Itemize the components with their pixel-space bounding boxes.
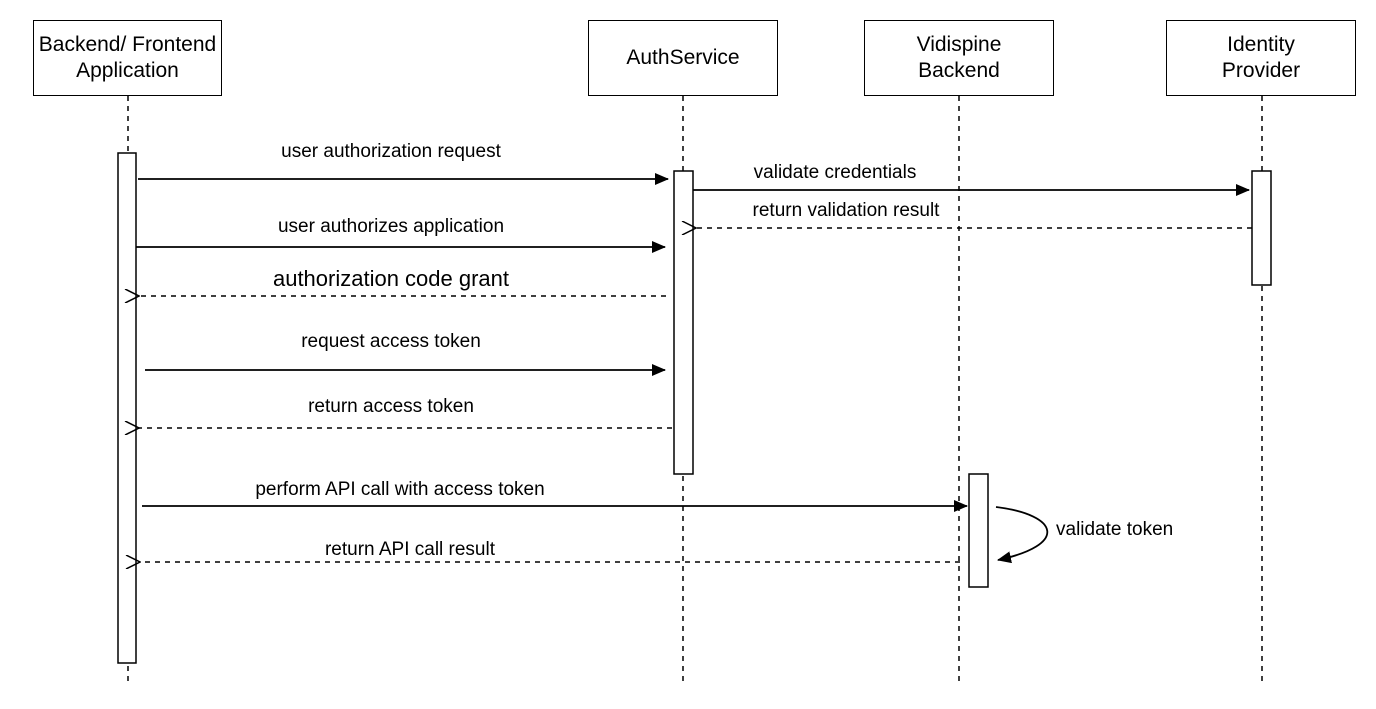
- participant-auth-line1: AuthService: [626, 46, 740, 69]
- participant-app: Backend/ Frontend Application: [33, 20, 222, 96]
- participant-idp-line2: Provider: [1221, 59, 1301, 82]
- message-label-m4: user authorizes application: [277, 216, 505, 237]
- activation-auth: [673, 170, 694, 475]
- participant-vidispine: Vidispine Backend: [864, 20, 1054, 96]
- activation-app: [117, 152, 137, 664]
- message-label-m9: validate token: [1056, 519, 1174, 540]
- participant-app-line2: Application: [76, 59, 179, 82]
- activation-vidispine: [968, 473, 989, 588]
- participant-idp: Identity Provider: [1166, 20, 1356, 96]
- participant-vidispine-line1: Vidispine: [916, 33, 1002, 56]
- message-label-m6: request access token: [301, 331, 481, 352]
- participant-vidispine-line2: Backend: [918, 59, 1000, 82]
- message-label-m1: user authorization request: [281, 141, 501, 162]
- participant-idp-line1: Identity: [1227, 33, 1295, 56]
- message-label-m2: validate credentials: [753, 162, 917, 183]
- message-label-m7: return access token: [308, 396, 474, 417]
- participant-app-line1: Backend/ Frontend: [38, 33, 217, 56]
- message-label-m5: authorization code grant: [272, 266, 510, 291]
- participant-auth: AuthService: [588, 20, 778, 96]
- message-label-m10: return API call result: [324, 539, 496, 560]
- activation-idp: [1251, 170, 1272, 286]
- message-arrow-m9: [995, 506, 1049, 564]
- message-label-m8: perform API call with access token: [255, 479, 545, 500]
- message-label-m3: return validation result: [752, 200, 940, 221]
